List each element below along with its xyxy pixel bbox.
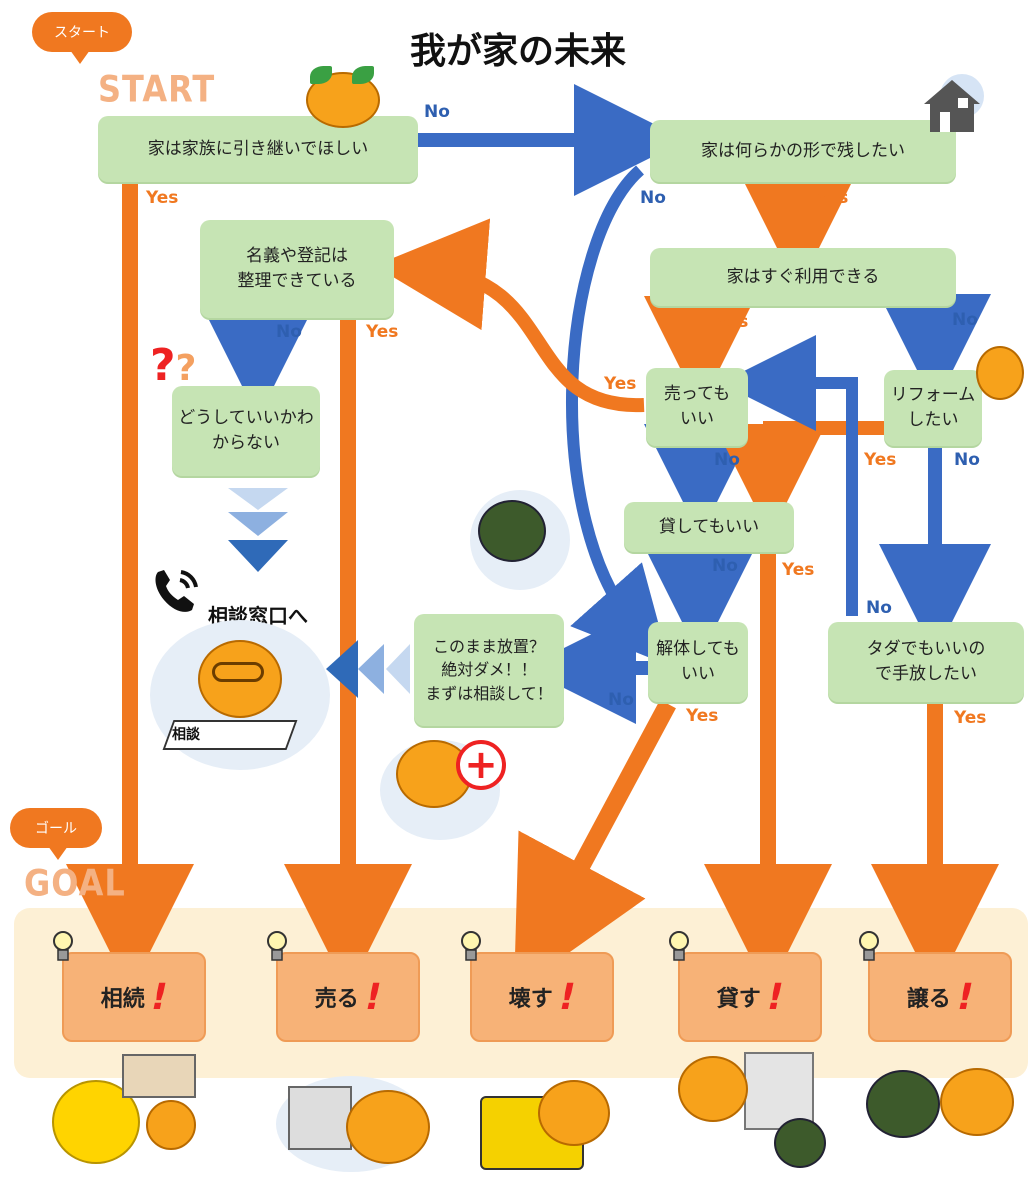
- left-chevrons: [326, 640, 410, 698]
- exclamation-icon: !: [146, 976, 172, 1018]
- node-keep-house: 家は何らかの形で残したい: [650, 120, 956, 182]
- lightbulb-icon: [461, 931, 481, 961]
- outcome-label: 壊す: [508, 987, 553, 1012]
- rent-mascot: [678, 1056, 748, 1122]
- node-pass-to-family: 家は家族に引き継いでほしい: [98, 116, 418, 182]
- demolish-mascot: [538, 1080, 610, 1146]
- outcome-transfer: 譲る!: [868, 952, 1012, 1042]
- stop-sign-icon: +: [456, 740, 506, 790]
- arrow-n9-yes: [514, 699, 676, 992]
- node-ok-to-sell: 売っても いい: [646, 368, 748, 446]
- exclamation-icon: !: [360, 976, 386, 1018]
- node-registration: 名義や登記は 整理できている: [200, 220, 394, 318]
- lightbulb-icon: [859, 931, 879, 961]
- exclamation-icon: !: [554, 976, 580, 1018]
- label-no: No: [608, 690, 634, 710]
- outcome-sell: 売る!: [276, 952, 420, 1042]
- node-want-reform: リフォーム したい: [884, 370, 982, 446]
- transfer-mascot: [940, 1068, 1014, 1136]
- consult-glasses: [212, 662, 264, 682]
- outcome-label: 貸す: [716, 987, 761, 1012]
- start-bubble: スタート: [32, 12, 132, 64]
- node-ok-to-demolish: 解体しても いい: [648, 622, 748, 702]
- exclamation-icon: !: [952, 976, 978, 1018]
- label-yes: Yes: [864, 450, 897, 470]
- label-yes: Yes: [604, 374, 637, 394]
- label-yes: Yes: [954, 708, 987, 728]
- outcome-demolish: 壊す!: [470, 952, 614, 1042]
- label-yes: Yes: [816, 188, 849, 208]
- label-no: No: [954, 450, 980, 470]
- leaf-icon: [310, 66, 332, 84]
- inherit-mascot-small: [146, 1100, 196, 1150]
- label-yes: Yes: [366, 322, 399, 342]
- arrow-n6-yes: [374, 218, 645, 413]
- down-chevrons: [228, 488, 288, 572]
- house-illustration: [288, 1086, 352, 1150]
- goal-bubble: ゴール: [10, 808, 102, 860]
- label-yes: Yes: [146, 188, 179, 208]
- label-no: No: [276, 322, 302, 342]
- lightbulb-icon: [267, 931, 287, 961]
- phone-icon: [150, 566, 202, 618]
- outcome-label: 譲る: [906, 987, 951, 1012]
- sell-mascot: [346, 1090, 430, 1164]
- node-ok-to-rent: 貸してもいい: [624, 502, 794, 552]
- node-usable-now: 家はすぐ利用できる: [650, 248, 956, 306]
- house-icon: [918, 74, 986, 138]
- outcome-rent: 貸す!: [678, 952, 822, 1042]
- reform-mascot: [976, 346, 1024, 400]
- transfer-mascot-dark: [866, 1070, 940, 1138]
- label-no: No: [714, 450, 740, 470]
- label-no: No: [952, 310, 978, 330]
- dark-mascot: [478, 500, 546, 562]
- outcome-label: 相続: [100, 987, 145, 1012]
- node-dont-neglect: このまま放置？ 絶対ダメ！！ まずは相談して！: [414, 614, 564, 726]
- label-no: No: [640, 188, 666, 208]
- label-yes: Yes: [782, 560, 815, 580]
- lightbulb-icon: [53, 931, 73, 961]
- rent-mascot-dark: [774, 1118, 826, 1168]
- label-no: No: [712, 556, 738, 576]
- consult-book-label: 相談: [172, 727, 200, 743]
- label-no: No: [424, 102, 450, 122]
- question-marks: ??: [150, 340, 197, 391]
- house-illustration: [122, 1054, 196, 1098]
- node-give-away: タダでもいいの で手放したい: [828, 622, 1024, 702]
- node-dont-know: どうしていいかわ からない: [172, 386, 320, 476]
- arrow-n10-no: [720, 335, 858, 616]
- start-word: START: [98, 67, 216, 111]
- label-yes: Yes: [716, 312, 749, 332]
- label-yes: Yes: [686, 706, 719, 726]
- lightbulb-icon: [669, 931, 689, 961]
- label-no: No: [866, 598, 892, 618]
- goal-word: GOAL: [24, 861, 126, 905]
- page-title: 我が家の未来: [410, 31, 627, 72]
- outcome-inherit: 相続!: [62, 952, 206, 1042]
- leaf-icon: [352, 66, 374, 84]
- outcome-label: 売る: [314, 987, 359, 1012]
- exclamation-icon: !: [762, 976, 788, 1018]
